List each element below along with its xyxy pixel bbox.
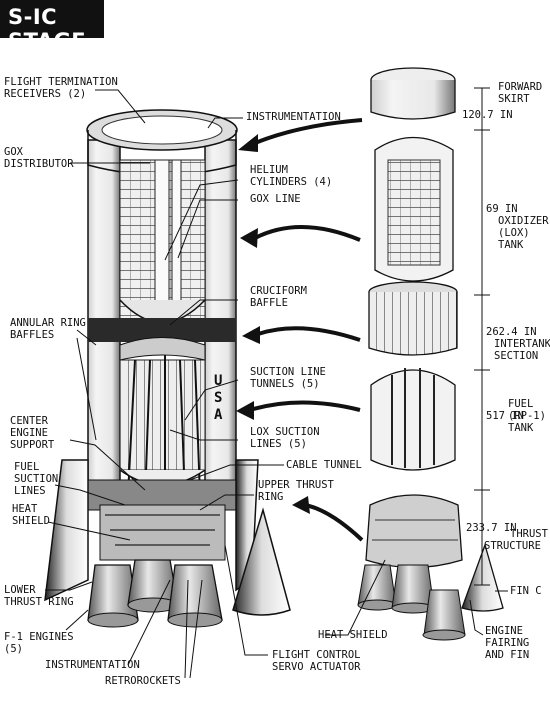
label-center-engine-2: ENGINE [10,427,48,439]
label-lower-thrust-1: LOWER [4,584,36,596]
label-cable-tunnel: CABLE TUNNEL [286,459,362,471]
label-cruciform-1: CRUCIFORM [250,285,307,297]
label-fuel-3: TANK [508,422,534,434]
label-fin-c: FIN C [510,585,542,597]
exploded-thrust-structure [365,494,463,569]
callout-labels: FLIGHT TERMINATION RECEIVERS (2) INSTRUM… [4,76,550,687]
label-engine-fairing-2: FAIRING [485,637,529,649]
label-instrumentation-top: INSTRUMENTATION [246,111,341,123]
label-upper-thrust-1: UPPER THRUST [258,479,335,491]
label-oxidizer-1: OXIDIZER [498,215,549,227]
label-annular-1: ANNULAR RING [10,317,86,329]
label-fuel-1: FUEL [508,398,533,410]
main-cutaway-vehicle: U S A [44,109,291,628]
label-fuel-suction-1: FUEL [14,461,39,473]
label-oxidizer-3: TANK [498,239,524,251]
label-center-engine-3: SUPPORT [10,439,55,451]
label-fuel-2: (RP-1) [508,410,546,422]
label-forward-skirt-2: SKIRT [498,93,530,105]
label-f1-engines-2: (5) [4,643,23,655]
label-thrust-1: THRUST [510,528,549,540]
label-flight-termination-2: RECEIVERS (2) [4,88,86,100]
exploded-intertank [368,292,458,356]
label-heat-shield-right: HEAT SHIELD [318,629,388,641]
label-engine-fairing-3: AND FIN [485,649,529,661]
label-fuel-dim: 517 IN [486,410,524,422]
label-lox-suction-1: LOX SUCTION [250,426,320,438]
exploded-view [357,67,504,641]
label-heat-shield-2: SHIELD [12,515,50,527]
label-upper-thrust-2: RING [258,491,283,503]
label-fuel-suction-2: SUCTION [14,473,58,485]
fin-left [44,459,89,602]
label-suction-tunnels-2: TUNNELS (5) [250,378,320,390]
label-heat-shield-1: HEAT [12,503,38,515]
usa-mark-u: U [214,373,222,389]
label-thrust-2: STRUCTURE [484,540,541,552]
diagram-title: S-IC STAGE [8,5,87,53]
label-intertank-dim: 262.4 IN [486,326,537,338]
label-retrorockets: RETROROCKETS [105,675,181,687]
label-f1-engines-1: F-1 ENGINES [4,631,74,643]
label-helium-2: CYLINDERS (4) [250,176,332,188]
label-engine-fairing-1: ENGINE [485,625,523,637]
label-flight-termination-1: FLIGHT TERMINATION [4,76,118,88]
label-helium-1: HELIUM [250,164,288,176]
label-flight-control-1: FLIGHT CONTROL [272,649,361,661]
label-thrust-dim: 233.7 IN [466,522,517,534]
exploded-forward-skirt [370,80,456,120]
label-forward-skirt-1: FORWARD [498,81,542,93]
label-gox-2: DISTRIBUTOR [4,158,74,170]
label-oxidizer-2: (LOX) [498,227,530,239]
label-center-engine-1: CENTER [10,415,49,427]
title-bar: S-IC STAGE [0,0,104,53]
dimension-lines [474,87,490,586]
assembly-arrows [249,118,364,542]
label-lower-thrust-2: THRUST RING [4,596,74,608]
label-cruciform-2: BAFFLE [250,297,288,309]
label-forward-skirt-dim: 120.7 IN [462,109,513,121]
label-instrumentation-bottom: INSTRUMENTATION [45,659,140,671]
f1-nozzle [167,564,223,621]
label-intertank-2: SECTION [494,350,538,362]
label-flight-control-2: SERVO ACTUATOR [272,661,361,673]
label-fuel-suction-3: LINES [14,485,46,497]
label-gox-line: GOX LINE [250,193,301,205]
detached-engine-fairing [232,507,291,616]
label-suction-tunnels-1: SUCTION LINE [250,366,326,378]
label-oxidizer-dim: 69 IN [486,203,518,215]
label-annular-2: BAFFLES [10,329,54,341]
label-lox-suction-2: LINES (5) [250,438,307,450]
label-gox-1: GOX [4,146,24,158]
usa-mark-s: S [214,390,222,406]
leader-lines [45,89,508,679]
label-intertank-1: INTERTANK [494,338,550,350]
exploded-fuel-tank [370,369,456,471]
forward-skirt-inner [101,115,223,145]
usa-mark-a: A [214,407,223,423]
